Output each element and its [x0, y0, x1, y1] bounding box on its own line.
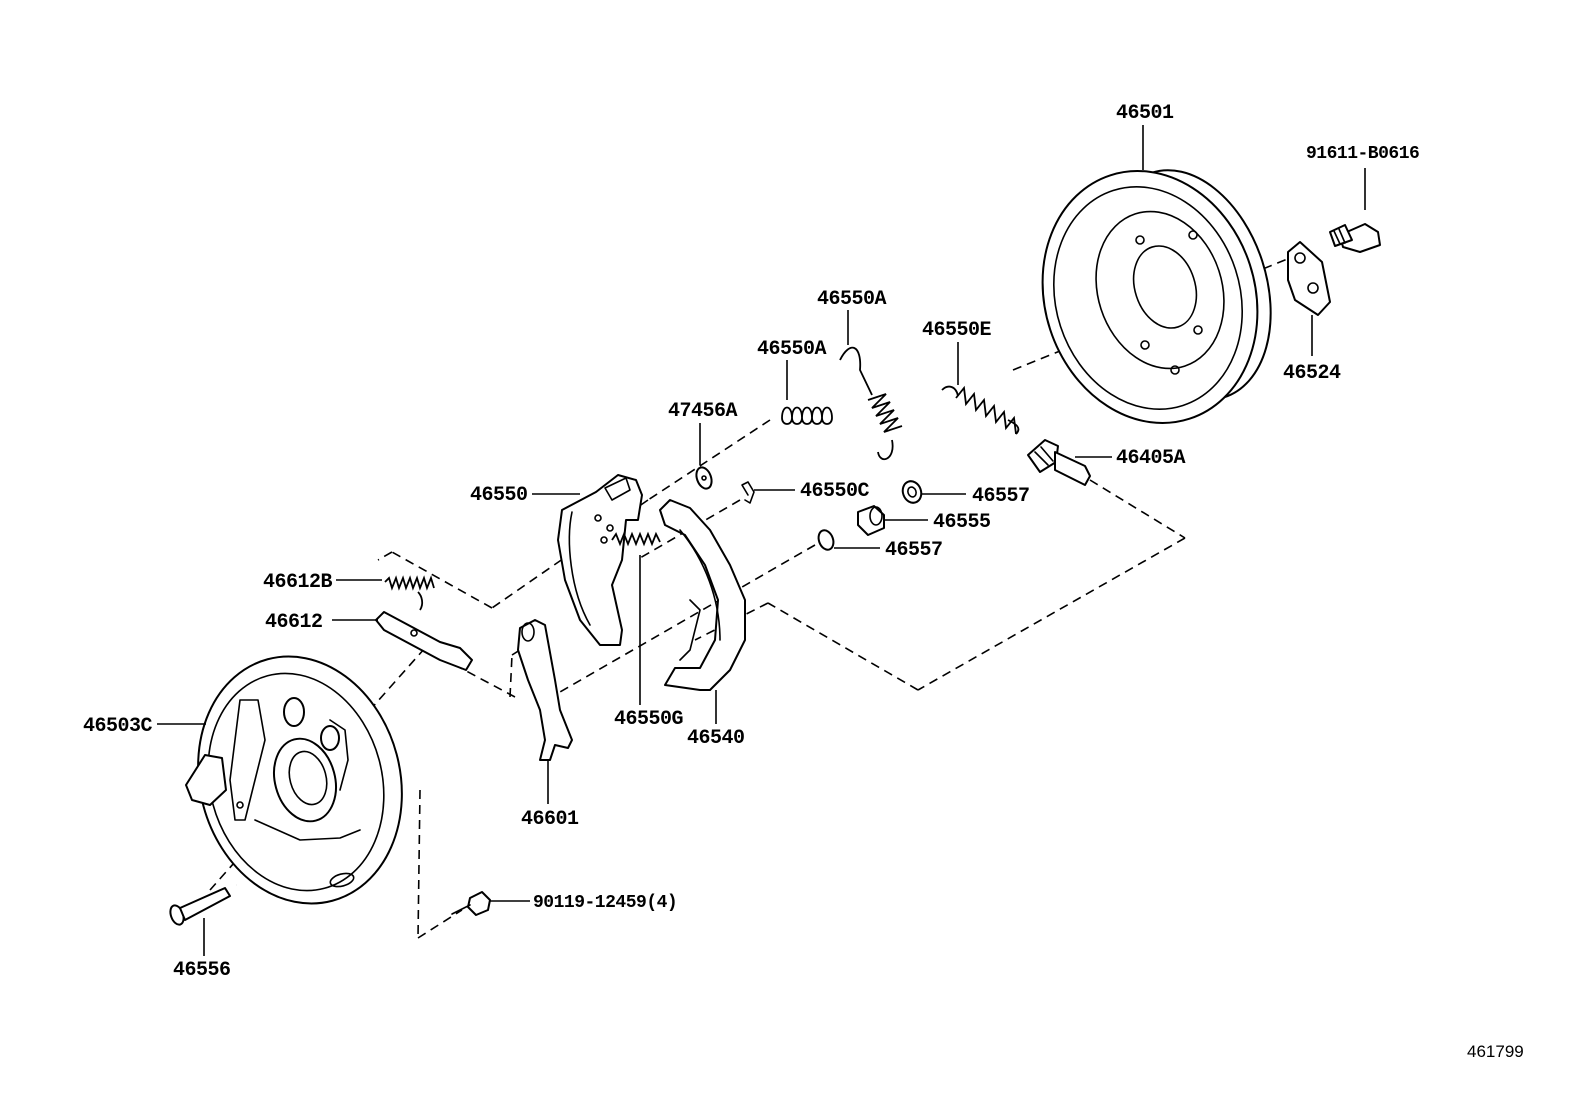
label-46612B[interactable]: 46612B	[263, 571, 333, 594]
sleeve-46555	[857, 505, 928, 536]
label-46557-upper[interactable]: 46557	[972, 485, 1030, 508]
label-46524[interactable]: 46524	[1283, 362, 1342, 385]
washer-46557-upper	[901, 480, 966, 504]
label-46557-lower[interactable]: 46557	[885, 539, 943, 562]
label-47456A[interactable]: 47456A	[668, 400, 738, 423]
label-46550C[interactable]: 46550C	[800, 480, 870, 503]
label-90119-12459[interactable]: 90119-12459(4)	[533, 893, 678, 913]
brake-shoe-46550	[532, 474, 643, 646]
parking-lever-46601	[517, 619, 573, 804]
bolt-90119	[451, 891, 530, 916]
spring-46550E	[941, 342, 1020, 435]
clip-46550C	[741, 481, 795, 504]
label-46555[interactable]: 46555	[933, 511, 991, 534]
washer-47456A	[695, 423, 713, 490]
figure-reference-number: 461799	[1467, 1042, 1524, 1061]
backing-plate-46503C	[157, 655, 403, 905]
washer-46557-lower	[817, 529, 880, 551]
label-46501[interactable]: 46501	[1116, 102, 1175, 125]
part-labels: 46501 91611-B0616 46524 46550A 46550A 46…	[83, 102, 1420, 982]
label-46601[interactable]: 46601	[521, 808, 580, 831]
brake-shoe-46540	[659, 499, 746, 724]
plate-46524	[1287, 241, 1331, 356]
return-spring-46550A-upper	[839, 310, 903, 461]
label-46405A[interactable]: 46405A	[1116, 447, 1186, 470]
spring-46550G	[611, 531, 661, 705]
spring-46612B	[336, 575, 435, 611]
label-46540[interactable]: 46540	[687, 727, 745, 750]
label-46550G[interactable]: 46550G	[614, 708, 684, 731]
pin-46556	[169, 887, 231, 956]
label-46550A-lower[interactable]: 46550A	[757, 338, 827, 361]
label-91611-B0616[interactable]: 91611-B0616	[1306, 144, 1420, 164]
return-spring-46550A-lower	[781, 360, 833, 425]
label-46550E[interactable]: 46550E	[922, 319, 992, 342]
label-46556[interactable]: 46556	[173, 959, 231, 982]
bolt-91611	[1329, 168, 1381, 253]
label-46550[interactable]: 46550	[470, 484, 528, 507]
label-46550A-upper[interactable]: 46550A	[817, 288, 887, 311]
pin-46405A	[1027, 439, 1112, 486]
label-46503C[interactable]: 46503C	[83, 715, 153, 738]
brake-drum	[1041, 125, 1272, 424]
label-46612[interactable]: 46612	[265, 611, 323, 634]
adjuster-46612	[332, 611, 473, 671]
